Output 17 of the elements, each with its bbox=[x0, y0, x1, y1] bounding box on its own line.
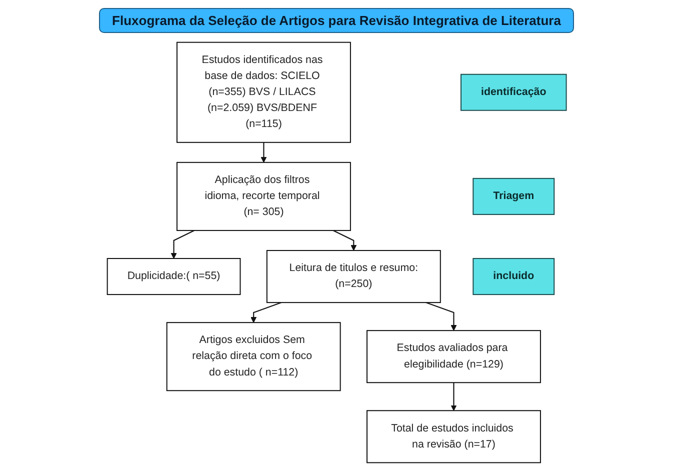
arrow bbox=[450, 382, 456, 411]
node-box: incluido bbox=[472, 258, 554, 296]
arrow bbox=[250, 302, 282, 323]
node-box: identificação bbox=[460, 74, 566, 111]
node-box: Estudos identificados nas base de dados: SCIELO (n=355) BVS / LILACS (n=2.059) BVS/BDENF (n=115) bbox=[176, 42, 351, 143]
arrow bbox=[260, 142, 266, 163]
arrow bbox=[332, 230, 356, 251]
node-box: Triagem bbox=[472, 178, 554, 215]
node-box: Estudos avaliados para elegibilidade (n=129) bbox=[366, 330, 541, 384]
arrow bbox=[425, 302, 456, 331]
node-box: Artigos excluidos Sem relação direta com o foco do estudo ( n=112) bbox=[166, 322, 340, 392]
node-box: Total de estudos incluidos na revisão (n=17) bbox=[366, 410, 541, 464]
node-box: Aplicação dos filtros idioma, recorte temporal (n= 305) bbox=[176, 162, 351, 231]
node-box: Duplicidade:( n=55) bbox=[106, 258, 240, 296]
arrow bbox=[170, 230, 194, 259]
title-banner: Fluxograma da Seleção de Artigos para Revisão Integrativa de Literatura bbox=[99, 8, 574, 33]
node-box: Leitura de titulos e resumo:(n=250) bbox=[266, 250, 441, 304]
